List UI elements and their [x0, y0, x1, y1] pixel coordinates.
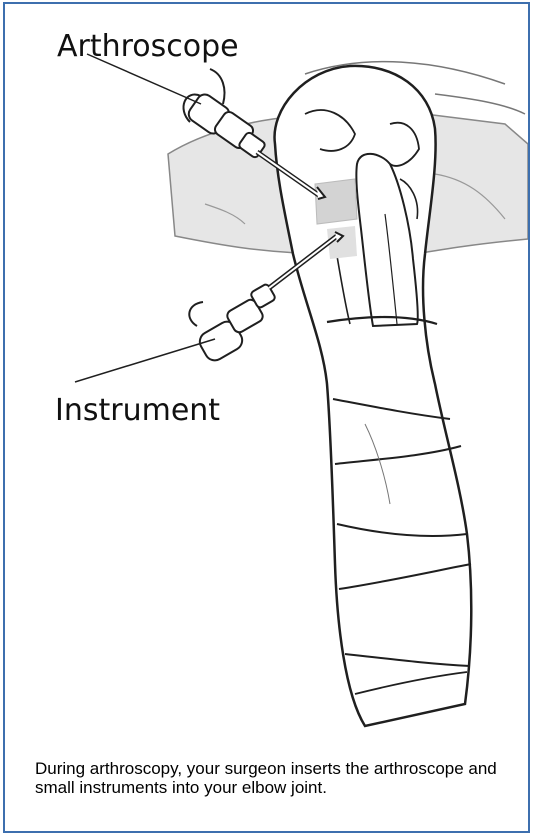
elbow-arthroscopy-illustration: Arthroscope Instrument — [5, 4, 528, 731]
instrument-leader — [75, 339, 215, 382]
instrument-label: Instrument — [55, 393, 220, 428]
figure-caption: During arthroscopy, your surgeon inserts… — [35, 759, 505, 797]
joint-highlight — [315, 179, 357, 224]
arthroscope-label: Arthroscope — [57, 29, 239, 64]
figure-frame: Arthroscope Instrument During arthroscop… — [3, 2, 530, 833]
